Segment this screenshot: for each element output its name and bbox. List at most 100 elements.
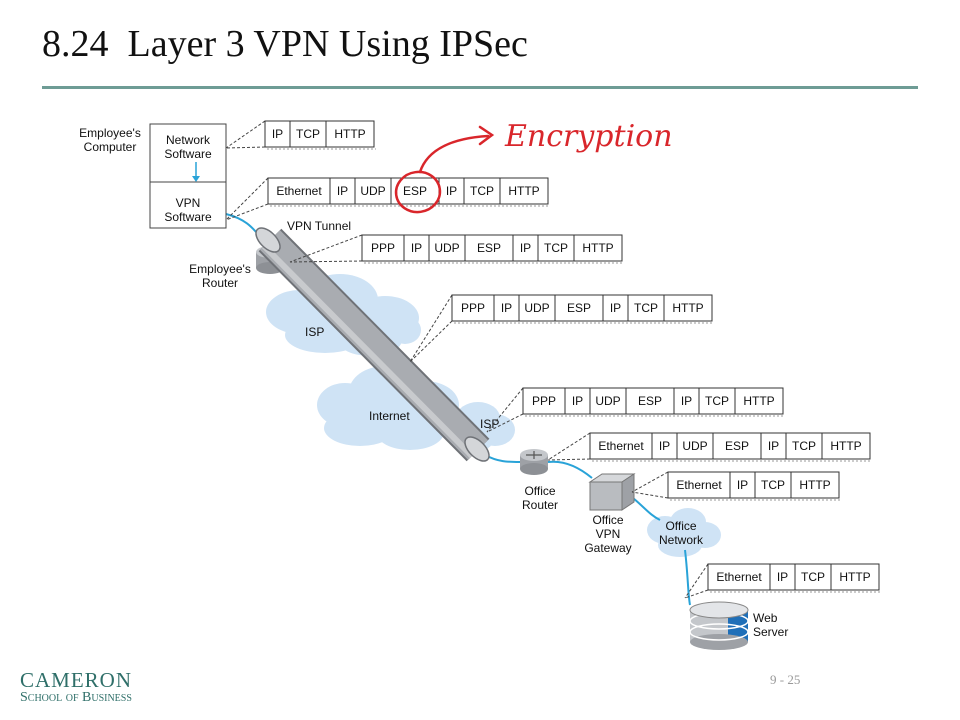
callout-line	[225, 120, 266, 149]
callout-line	[486, 413, 524, 433]
header-cell-tcp: TCP	[761, 478, 785, 492]
header-cell-box	[821, 432, 871, 460]
header-cell-ip: IP	[501, 301, 512, 315]
header-cell-box	[325, 120, 375, 148]
header-cell-ethernet: Ethernet	[276, 184, 322, 198]
header-cell-ip: IP	[411, 241, 422, 255]
header-cell-http: HTTP	[830, 439, 861, 453]
header-cell-http: HTTP	[508, 184, 539, 198]
header-cell-ip: IP	[737, 478, 748, 492]
office-router-line2: Router	[522, 498, 558, 512]
header-cell-box	[264, 120, 291, 148]
header-cell-box	[329, 177, 356, 205]
title-divider	[42, 86, 918, 89]
internet-label: Internet	[369, 409, 410, 423]
header-cell-box	[463, 177, 501, 205]
header-cell-ethernet: Ethernet	[716, 570, 762, 584]
header-cell-ethernet: Ethernet	[676, 478, 722, 492]
employees-router-line2: Router	[202, 276, 238, 290]
header-cell-udp: UDP	[524, 301, 549, 315]
office-vpn-gateway-icon	[588, 473, 636, 511]
header-cell-box	[734, 387, 784, 415]
header-cell-tcp: TCP	[792, 439, 816, 453]
header-cell-box	[499, 177, 549, 205]
header-cell-esp: ESP	[403, 184, 427, 198]
header-cell-http: HTTP	[799, 478, 830, 492]
header-cell-tcp: TCP	[801, 570, 825, 584]
header-cell-box	[667, 471, 731, 499]
header-cell-ip: IP	[572, 394, 583, 408]
slide-title: 8.24 Layer 3 VPN Using IPSec	[42, 23, 528, 65]
header-cell-ip: IP	[610, 301, 621, 315]
callout-line	[631, 491, 669, 499]
callout-line	[289, 260, 363, 263]
header-cell-ethernet: Ethernet	[598, 439, 644, 453]
cameron-logo-line2: School of Business	[20, 690, 132, 705]
vpn-software-line2: Software	[164, 210, 212, 224]
vpn-tunnel-tube	[255, 227, 490, 462]
page-number: 9 - 25	[770, 672, 801, 687]
header-cell-box	[403, 234, 430, 262]
vpn-tunnel-label: VPN Tunnel	[287, 219, 351, 233]
employees-router-line1: Employee's	[189, 262, 251, 276]
employees-computer-line2: Computer	[84, 140, 137, 154]
header-cell-http: HTTP	[582, 241, 613, 255]
network-software-line1: Network	[166, 133, 211, 147]
header-cell-ip: IP	[272, 127, 283, 141]
office-router-line1: Office	[524, 484, 555, 498]
header-cell-box	[589, 387, 627, 415]
header-stack-7: Ethernet IP TCP HTTP	[631, 471, 841, 501]
office-network-line2: Network	[659, 533, 704, 547]
header-cell-ip: IP	[520, 241, 531, 255]
header-cell-udp: UDP	[434, 241, 459, 255]
header-cell-box	[573, 234, 623, 262]
callout-line	[225, 177, 269, 221]
callout-line	[684, 563, 709, 599]
office-network-line1: Office	[665, 519, 696, 533]
header-cell-http: HTTP	[743, 394, 774, 408]
header-cell-box	[754, 471, 792, 499]
header-cell-ip: IP	[768, 439, 779, 453]
web-server-line2: Server	[753, 625, 788, 639]
isp-right-label: ISP	[480, 417, 499, 431]
header-cell-box	[673, 387, 700, 415]
header-cell-box	[289, 120, 327, 148]
callout-line	[486, 387, 524, 433]
callout-line	[225, 146, 266, 149]
header-cell-box	[451, 294, 495, 322]
header-cell-box	[794, 563, 832, 591]
header-cell-box	[760, 432, 787, 460]
header-stack-3: PPP IP UDP ESP IP TCP HTTP	[289, 234, 624, 264]
header-cell-ppp: PPP	[461, 301, 485, 315]
header-cell-box	[651, 432, 678, 460]
header-cell-udp: UDP	[682, 439, 707, 453]
isp-left-label: ISP	[305, 325, 324, 339]
header-cell-box	[554, 294, 604, 322]
callout-line	[289, 234, 363, 263]
header-cell-tcp: TCP	[705, 394, 729, 408]
office-vpn-gateway-line1: Office	[592, 513, 623, 527]
annotation-arrowhead	[478, 125, 495, 146]
header-cell-box	[627, 294, 665, 322]
header-cell-ip: IP	[337, 184, 348, 198]
header-cell-box	[676, 432, 714, 460]
header-cell-box	[707, 563, 771, 591]
header-cell-esp: ESP	[477, 241, 501, 255]
header-cell-box	[790, 471, 840, 499]
header-cell-http: HTTP	[672, 301, 703, 315]
employees-computer-line1: Employee's	[79, 126, 141, 140]
header-cell-http: HTTP	[839, 570, 870, 584]
header-cell-tcp: TCP	[544, 241, 568, 255]
callout-line	[547, 432, 591, 461]
header-cell-tcp: TCP	[296, 127, 320, 141]
header-cell-tcp: TCP	[634, 301, 658, 315]
header-cell-udp: UDP	[595, 394, 620, 408]
header-cell-ip: IP	[777, 570, 788, 584]
callout-line	[684, 589, 709, 599]
header-cell-ppp: PPP	[371, 241, 395, 255]
header-cell-ip: IP	[681, 394, 692, 408]
header-cell-box	[602, 294, 629, 322]
office-vpn-gateway-line3: Gateway	[584, 541, 631, 555]
